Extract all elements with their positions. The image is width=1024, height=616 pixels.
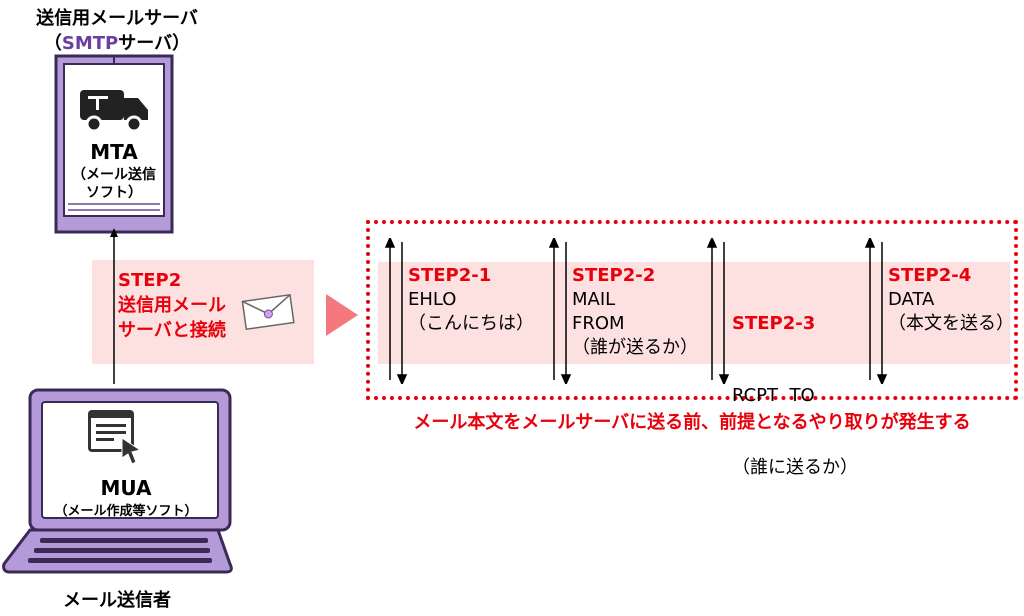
server-icon xyxy=(54,54,174,234)
up-arrow xyxy=(110,228,118,384)
mta-subtitle: （メール送信 ソフト） xyxy=(72,167,156,201)
server-title-line1: 送信用メールサーバ xyxy=(36,8,198,29)
document-cursor-icon xyxy=(88,410,142,465)
mta-label: MTA xyxy=(90,140,138,164)
server-title: 送信用メールサーバ （SMTPサーバ） xyxy=(0,6,234,56)
arrow-pair-1 xyxy=(384,238,408,384)
arrow-pair-4 xyxy=(864,238,888,384)
step-2-4: STEP2-4 DATA （本文を送る） xyxy=(888,265,1014,334)
bottom-note: メール本文をメールサーバに送る前、前提となるやり取りが発生する xyxy=(413,412,971,433)
steps-band xyxy=(378,262,1010,364)
mua-label: MUA xyxy=(100,476,152,500)
server-title-line2: （SMTPサーバ） xyxy=(43,33,191,54)
step-2-3: STEP2-3 RCPT TO （誰に送るか） xyxy=(732,313,858,478)
laptop-icon xyxy=(2,388,233,574)
steps-container xyxy=(366,220,1018,400)
exchange-arrows xyxy=(384,238,888,384)
arrow-pair-2 xyxy=(548,238,572,384)
mua-subtitle: （メール作成等ソフト） xyxy=(54,504,198,519)
smtp-label: SMTP xyxy=(61,33,119,54)
envelope-icon xyxy=(241,293,295,330)
step-2-1: STEP2-1 EHLO （こんにちは） xyxy=(408,265,534,334)
arrow-pair-3 xyxy=(706,238,730,384)
sender-label: メール送信者 xyxy=(63,590,171,611)
step2-label: STEP2 送信用メール サーバと接続 xyxy=(118,270,226,341)
step-2-2: STEP2-2 MAIL FROM （誰が送るか） xyxy=(572,265,698,358)
truck-icon xyxy=(80,90,148,133)
right-arrow xyxy=(326,294,358,336)
